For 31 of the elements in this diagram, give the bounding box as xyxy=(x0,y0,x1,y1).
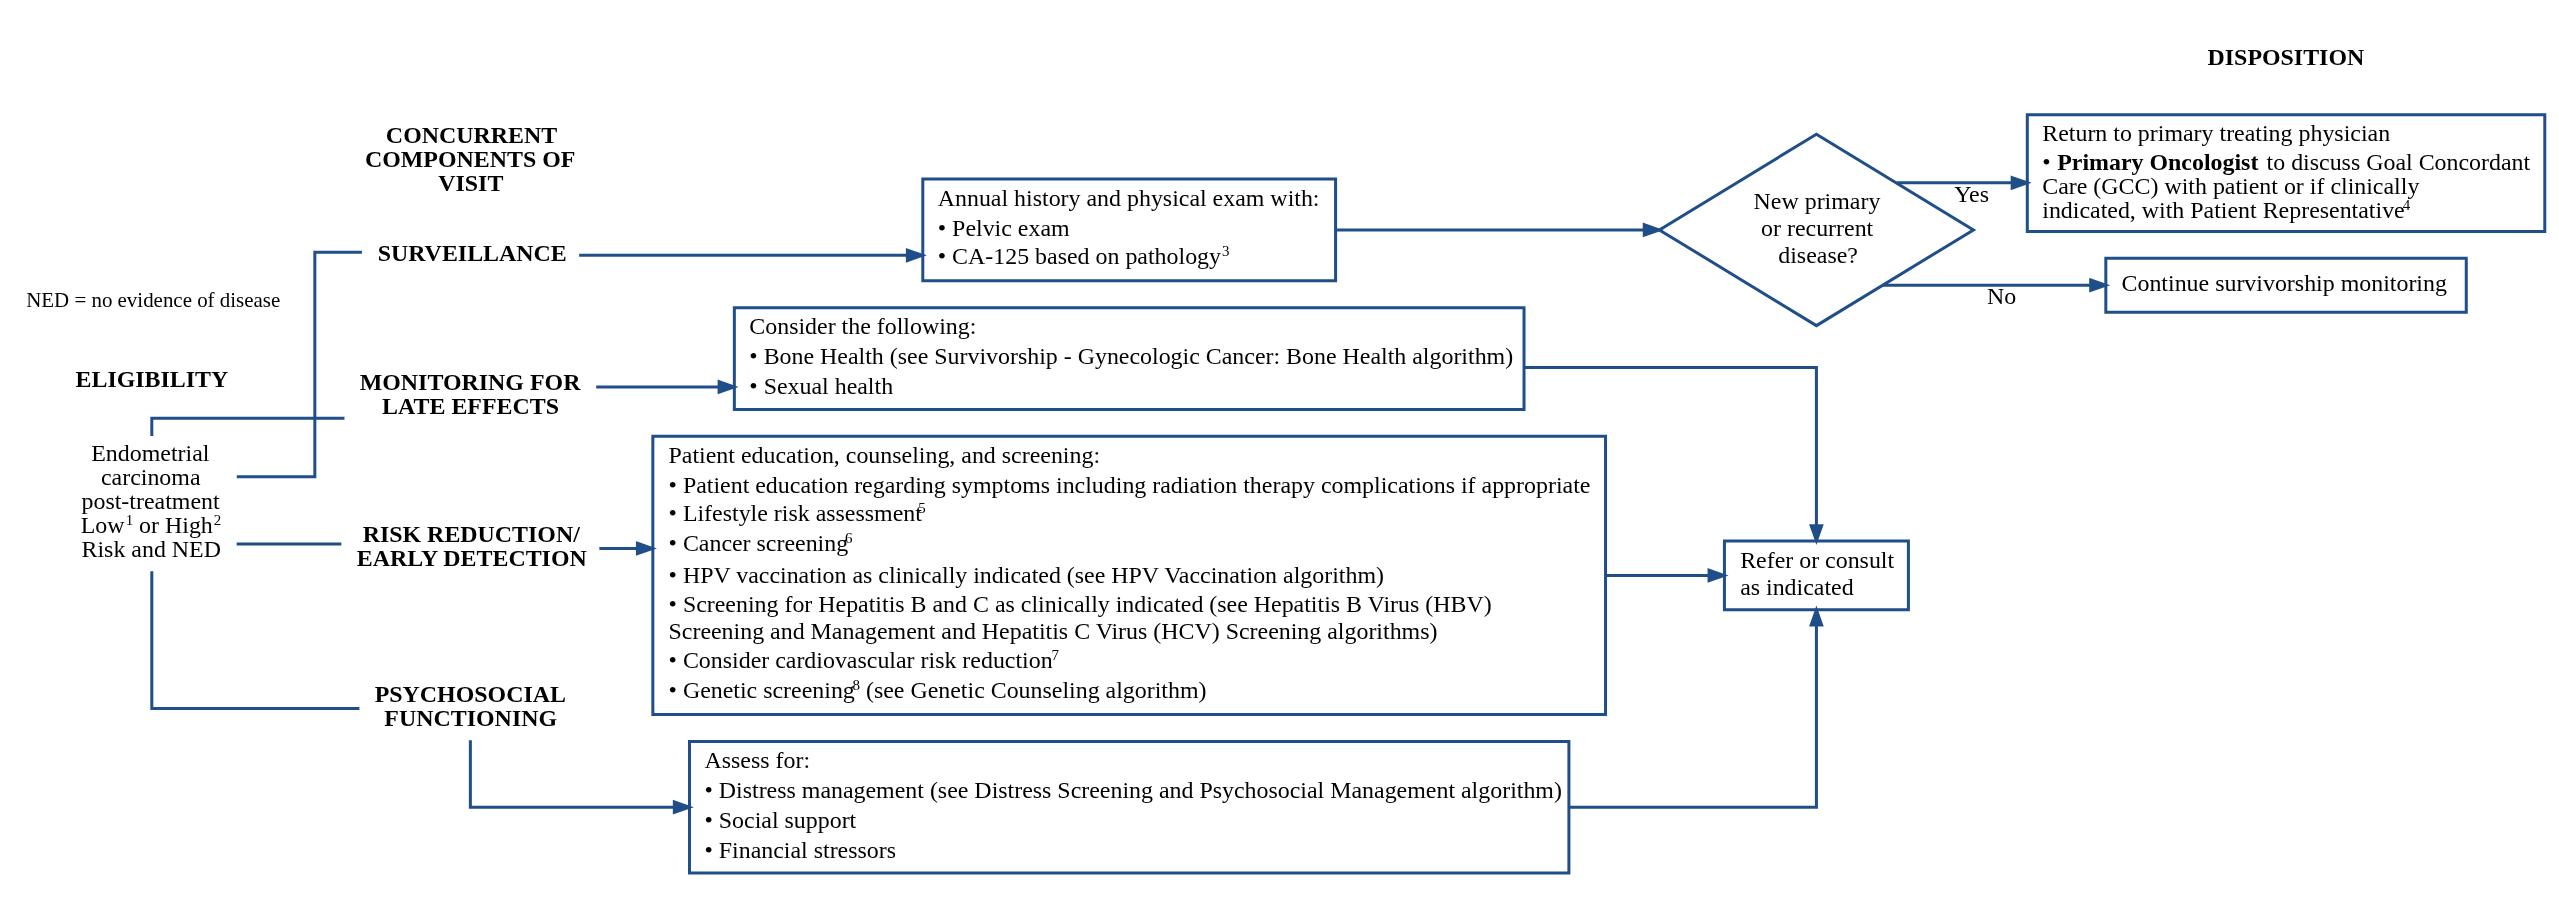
node-box: Annual history and physical exam with: • Pelvic exam • CA-125 based on pathology$^{3}$ xyxy=(921,177,1338,282)
arrow xyxy=(1896,174,2032,190)
arrow xyxy=(1524,365,1824,545)
arrow xyxy=(1882,277,2111,293)
node-text: Endometrial carcinoma post-treatment Low$^{1}$ or High$^{2}$ Risk and NED xyxy=(80,439,222,562)
label: CONCURRENT COMPONENTS OF VISIT xyxy=(364,121,576,196)
node-box: Return to primary treating physician • Primary Oncologist to discuss Goal Concordant Care (GCC) with patient or if clinically indicated, with Patient Representative$^{4}$ xyxy=(2025,112,2547,233)
node-box: Refer or consult as indicated xyxy=(1722,539,1910,611)
node-text: RISK REDUCTION/ EARLY DETECTION xyxy=(356,520,587,571)
label: ELIGIBILITY xyxy=(75,365,229,392)
arrow xyxy=(1569,605,1824,809)
arrow xyxy=(1605,567,1729,583)
connector xyxy=(150,570,360,710)
connector xyxy=(236,542,342,545)
arrow xyxy=(596,379,739,394)
node-text: SURVEILLANCE xyxy=(377,239,567,266)
node-box: Continue survivorship monitoring xyxy=(2104,256,2468,314)
arrow xyxy=(468,739,694,815)
node-box: Assess for: • Distress management (see Distress Screening and Psychosocial Management algorithm) • Social support • Financial stressors xyxy=(688,739,1571,874)
edge-label: Yes xyxy=(1954,180,1990,207)
node-box: Consider the following: • Bone Health (see Survivorship - Gynecologic Cancer: Bone Health algorithm) • Sexual health xyxy=(732,305,1526,411)
arrow xyxy=(579,247,927,263)
node-box: Patient education, counseling, and screening: • Patient education regarding symptoms including radiation therapy complications if appropriate • Lifestyle risk assessment$^{5}$ • Cancer screening$^{6}$ • HPV vaccination as clinically indicated (see HPV Vaccination algorithm) • Screening for Hepatitis B and C as clinically indicated (see Hepatitis B Virus (HBV) Screening and Management and Hepatitis C Virus (HCV) Screening algorithms) • Consider cardiovascular risk reduction$^{7}$ • Genetic screening$^{8}$ (see Genetic Counseling algorithm) xyxy=(651,434,1608,716)
label: NED = no evidence of disease xyxy=(26,287,281,312)
connector xyxy=(236,250,362,478)
arrow xyxy=(1335,222,1664,237)
arrow xyxy=(599,540,657,556)
node-text: MONITORING FOR LATE EFFECTS xyxy=(359,368,581,419)
label: DISPOSITION xyxy=(2207,43,2365,70)
edge-label: No xyxy=(1987,282,2017,309)
node-text: PSYCHOSOCIAL FUNCTIONING xyxy=(374,680,566,731)
